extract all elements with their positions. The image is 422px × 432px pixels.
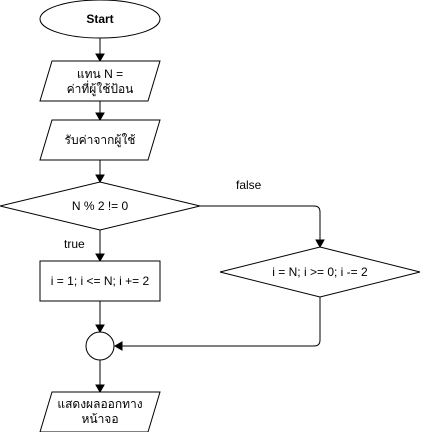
loop-false-label: i = N; i >= 0; i -= 2 — [272, 265, 368, 279]
loop-true-node[interactable]: i = 1; i <= N; i += 2 — [39, 260, 161, 302]
edge-loop-false-connector — [122, 297, 321, 347]
arrowhead-assign-input — [95, 112, 105, 122]
arrowhead-loop-false-connector — [113, 341, 123, 351]
decision-node[interactable]: N % 2 != 0 — [0, 181, 201, 231]
decision-label: N % 2 != 0 — [72, 199, 129, 213]
arrowhead-start-assign — [95, 53, 105, 63]
input-label: รับค่าจากผู้ใช้ — [65, 133, 136, 148]
input-node[interactable]: รับค่าจากผู้ใช้ — [39, 119, 161, 161]
arrowhead-true — [95, 253, 105, 263]
assign-label-line1: แทน N = — [77, 67, 123, 81]
arrowhead-loop-true-connector — [95, 324, 105, 334]
false-label: false — [236, 178, 262, 192]
edge-false — [200, 205, 321, 240]
start-label: Start — [86, 12, 113, 26]
output-label-line1: แสดงผลออกทาง — [57, 397, 142, 411]
output-node[interactable]: แสดงผลออกทาง หน้าจอ — [39, 391, 161, 432]
assign-node[interactable]: แทน N = ค่าที่ผู้ใช้ป้อน — [39, 60, 161, 102]
loop-true-label: i = 1; i <= N; i += 2 — [51, 274, 150, 288]
arrowhead-input-decision — [95, 174, 105, 184]
loop-false-node[interactable]: i = N; i >= 0; i -= 2 — [219, 246, 421, 298]
arrowhead-false — [315, 239, 325, 249]
output-label-line2: หน้าจอ — [81, 412, 118, 426]
start-node[interactable]: Start — [39, 0, 161, 39]
assign-label-line2: ค่าที่ผู้ใช้ป้อน — [67, 80, 134, 97]
true-label: true — [64, 237, 85, 251]
arrowhead-connector-output — [95, 384, 105, 394]
connector-node[interactable] — [85, 331, 115, 361]
